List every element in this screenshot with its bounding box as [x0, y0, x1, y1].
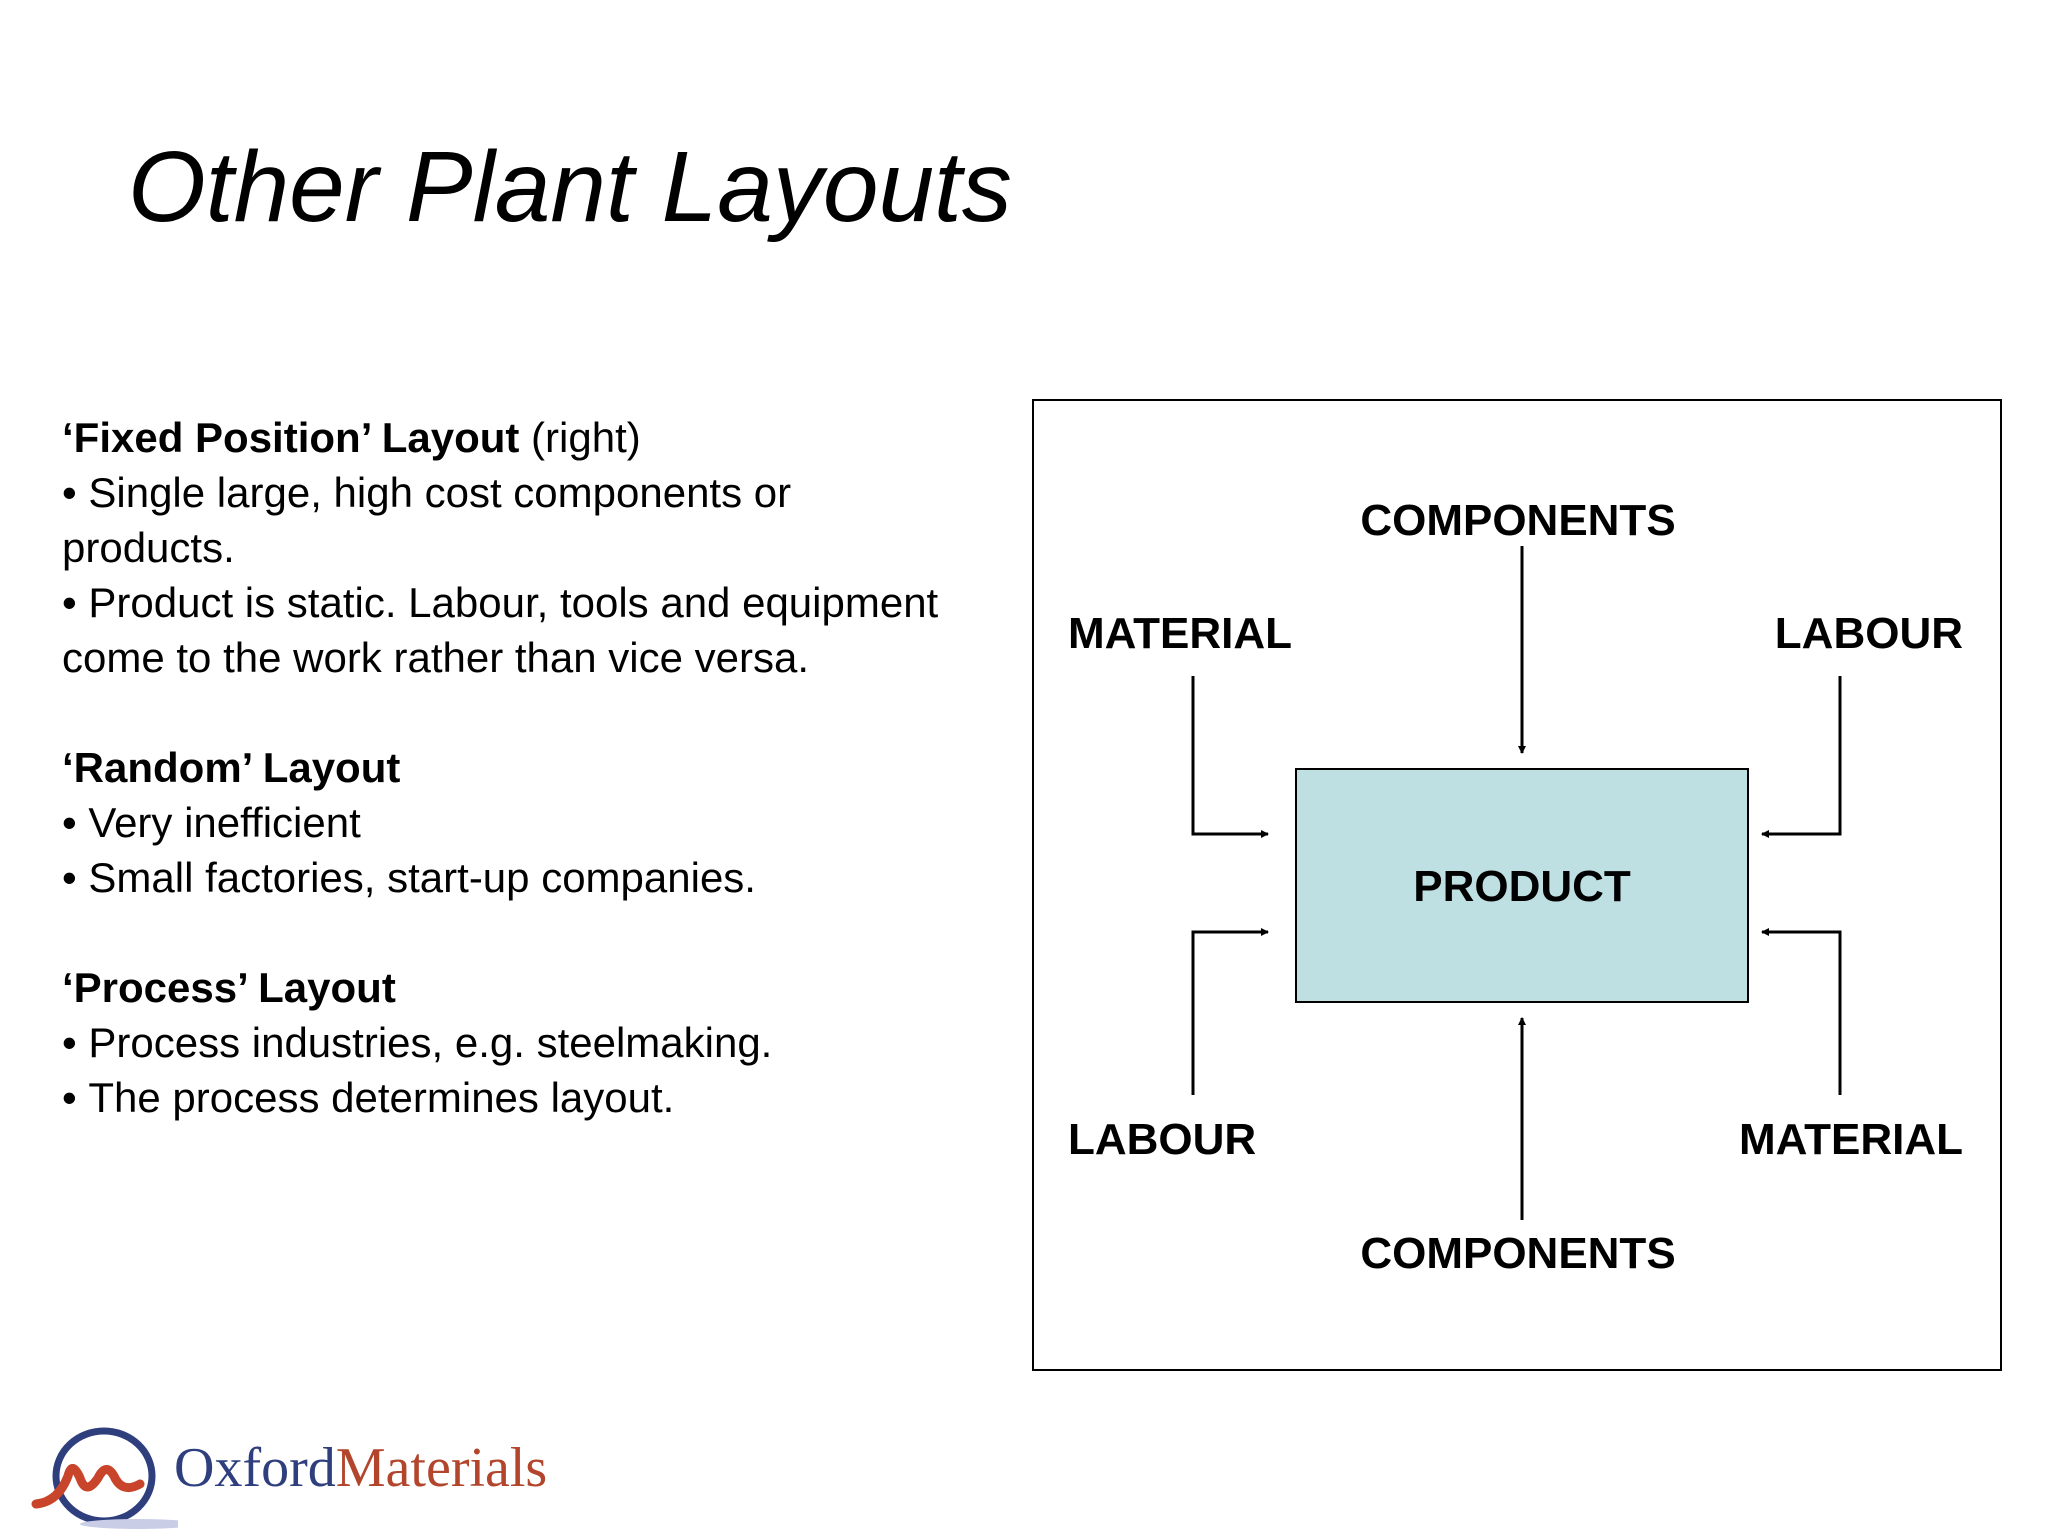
section-heading: ‘Process’ Layout [62, 964, 396, 1011]
label-material-right: MATERIAL [1739, 1115, 1963, 1164]
arrow-labour-left [1191, 928, 1269, 1095]
label-components-top: COMPONENTS [1360, 496, 1675, 545]
bullet-item: The process determines layout. [62, 1070, 962, 1125]
oxford-materials-logo: OxfordMaterials [28, 1418, 628, 1536]
label-labour-left: LABOUR [1068, 1115, 1256, 1164]
section-heading-line: ‘Fixed Position’ Layout (right) [62, 410, 962, 465]
bullet-item: Very inefficient [62, 795, 962, 850]
section-process: ‘Process’ Layout Process industries, e.g… [62, 960, 962, 1125]
product-box [1295, 768, 1749, 1003]
bullet-item: Process industries, e.g. steelmaking. [62, 1015, 962, 1070]
product-label: PRODUCT [1413, 862, 1631, 911]
arrow-material-left [1191, 676, 1269, 838]
arrow-material-right [1761, 928, 1842, 1095]
label-labour-right: LABOUR [1775, 609, 1963, 658]
section-heading: ‘Random’ Layout [62, 744, 401, 791]
label-components-bottom: COMPONENTS [1360, 1229, 1675, 1278]
section-heading: ‘Fixed Position’ Layout [62, 414, 520, 461]
slide-title: Other Plant Layouts [128, 131, 1012, 243]
logo-mark-icon [31, 1427, 178, 1529]
logo-wordmark: OxfordMaterials [174, 1436, 547, 1500]
arrow-labour-right [1761, 676, 1842, 838]
fixed-position-diagram: PRODUCT COMPONENTS MATERIAL LABOUR LABOU… [1032, 399, 2002, 1371]
logo-wordmark-oxford: Oxford [174, 1437, 336, 1499]
section-fixed-position: ‘Fixed Position’ Layout (right) Single l… [62, 410, 962, 685]
label-material-left: MATERIAL [1068, 609, 1292, 658]
section-random: ‘Random’ Layout Very inefficient Small f… [62, 740, 962, 905]
bullet-item: Single large, high cost components or pr… [62, 465, 962, 575]
logo-wordmark-materials: Materials [335, 1437, 548, 1499]
section-heading-suffix: (right) [519, 414, 641, 461]
bullet-item: Product is static. Labour, tools and equ… [62, 575, 962, 685]
bullet-item: Small factories, start-up companies. [62, 850, 962, 905]
body-text: ‘Fixed Position’ Layout (right) Single l… [62, 410, 962, 1180]
